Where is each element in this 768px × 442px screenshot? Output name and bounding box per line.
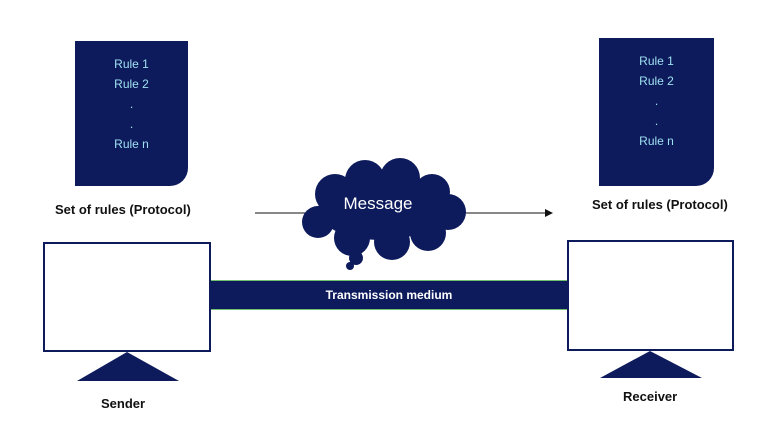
receiver-rules-caption: Set of rules (Protocol): [592, 197, 728, 212]
sender-rule-dot-2: .: [129, 117, 134, 131]
sender-rules-caption: Set of rules (Protocol): [55, 202, 191, 217]
receiver-rule-dot-1: .: [654, 94, 659, 108]
message-label: Message: [343, 194, 413, 213]
sender-rule-dot-1: .: [129, 97, 134, 111]
sender-monitor-stand: [77, 352, 179, 381]
sender-rules-list: Rule 1 Rule 2 . . Rule n: [75, 54, 188, 154]
sender-label: Sender: [101, 396, 146, 411]
transmission-medium-label: Transmission medium: [325, 288, 453, 302]
receiver-rule-n: Rule n: [639, 134, 674, 148]
sender-rule-n: Rule n: [114, 137, 149, 151]
receiver-rule-dot-2: .: [654, 114, 659, 128]
sender-rules-document: Rule 1 Rule 2 . . Rule n: [75, 41, 188, 186]
receiver-monitor-stand: [600, 351, 702, 378]
sender-monitor: [43, 242, 211, 352]
receiver-label: Receiver: [623, 389, 678, 404]
receiver-rule-1: Rule 1: [639, 54, 674, 68]
receiver-rules-document: Rule 1 Rule 2 . . Rule n: [599, 38, 714, 186]
receiver-monitor: [567, 240, 734, 351]
receiver-rules-list: Rule 1 Rule 2 . . Rule n: [599, 51, 714, 151]
message-cloud: [302, 158, 466, 270]
transmission-medium: Transmission medium: [211, 280, 567, 310]
receiver-rule-2: Rule 2: [639, 74, 674, 88]
sender-rule-1: Rule 1: [114, 57, 149, 71]
sender-rule-2: Rule 2: [114, 77, 149, 91]
